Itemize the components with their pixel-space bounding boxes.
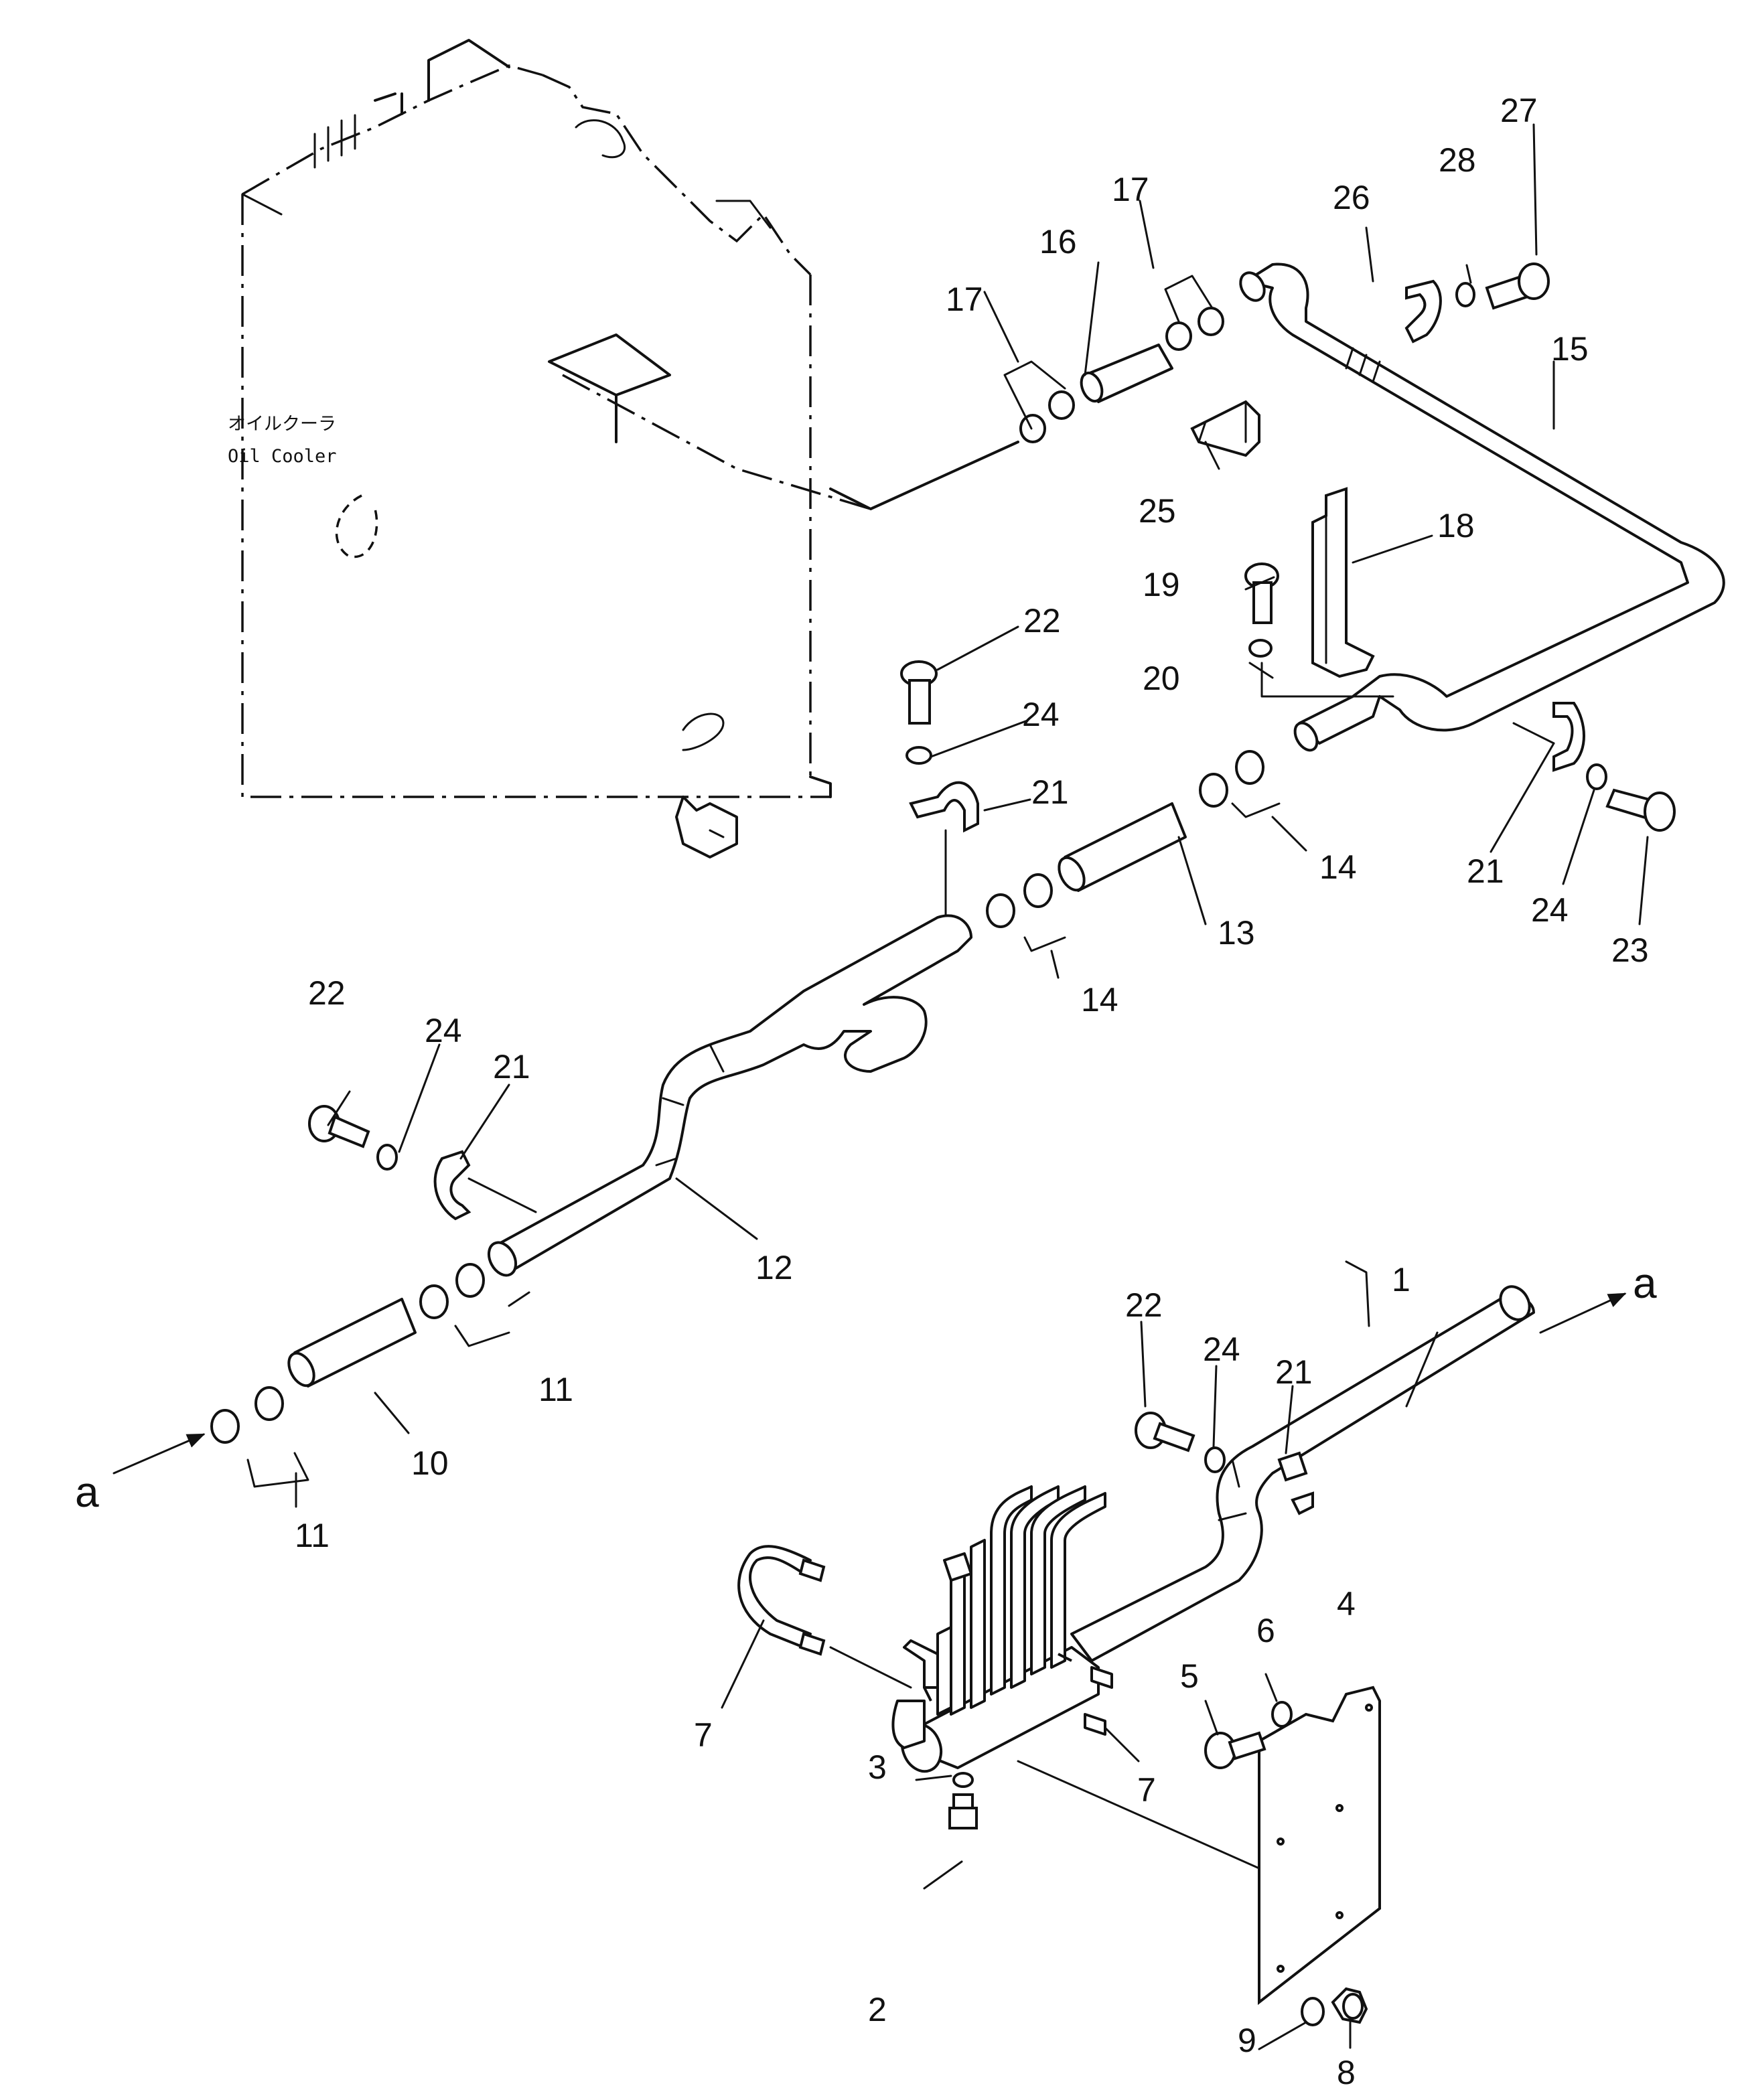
outlet-arrow: a (1539, 1259, 1657, 1334)
pipe-clamp-21-lower (1277, 1451, 1314, 1515)
bolt-19 (1244, 562, 1279, 624)
bracket-18 (1311, 487, 1375, 678)
u-tube-7 (737, 1545, 826, 1656)
oil-cooler-label-jp: オイルクーラ (228, 414, 336, 435)
washer-6 (1271, 1701, 1293, 1728)
washer-24-left (376, 1144, 398, 1171)
callout-19: 19 (1143, 566, 1180, 603)
pipe-clamp-21-right (1552, 702, 1585, 772)
manifold-block (891, 1485, 1113, 1773)
hose-clamp-17 (1003, 275, 1224, 443)
hose-16 (1080, 344, 1173, 403)
callout-13: 13 (1218, 914, 1255, 952)
manifold-bracket-leader (1017, 1760, 1260, 1870)
callout-11a: 11 (295, 1517, 330, 1554)
clamp-21-right-leader (1512, 722, 1555, 745)
callout-2: 2 (868, 1991, 887, 2028)
callout-11b: 11 (538, 1371, 573, 1408)
hose-13 (1058, 802, 1187, 892)
callout-12: 12 (755, 1249, 793, 1286)
callout-21a: 21 (493, 1048, 530, 1085)
callout-27: 27 (1500, 92, 1538, 129)
callout-21c: 21 (1467, 852, 1504, 890)
callout-1: 1 (1392, 1261, 1410, 1298)
pipe-1 (1070, 1285, 1535, 1662)
bolt-22-left (308, 1105, 370, 1148)
hose-10 (287, 1298, 417, 1388)
callout-20: 20 (1143, 660, 1180, 697)
callout-22a: 22 (308, 974, 346, 1012)
oil-cooler: オイルクーラ Oil Cooler (228, 39, 871, 858)
washer-24-right (1586, 763, 1607, 790)
o-ring-3 (952, 1772, 974, 1788)
washer-20 (1248, 639, 1273, 658)
bolt-22-center (900, 660, 938, 725)
hose-clamp-11 (210, 1263, 510, 1488)
callout-7b: 7 (1137, 1771, 1156, 1809)
callout-3: 3 (868, 1748, 887, 1786)
clamp-21-left-leader (467, 1177, 537, 1213)
callout-28: 28 (1439, 141, 1476, 179)
callout-7a: 7 (694, 1716, 713, 1754)
part-callouts: 1 2 3 4 5 6 7 7 8 9 10 11 11 12 13 14 14… (295, 92, 1649, 2091)
inlet-arrow: a (75, 1433, 206, 1516)
callout-10: 10 (411, 1444, 449, 1482)
callout-6: 6 (1256, 1612, 1275, 1649)
callout-15: 15 (1551, 330, 1589, 368)
washer-24-center (905, 746, 932, 765)
callout-23: 23 (1611, 931, 1649, 969)
oil-cooler-label-en: Oil Cooler (228, 446, 337, 467)
callout-17a: 17 (946, 281, 983, 318)
u-tube-7-leader (829, 1646, 912, 1689)
inlet-label: a (75, 1468, 99, 1516)
bracket-plate-4 (1258, 1685, 1381, 2006)
bolt-22-lower (1135, 1412, 1195, 1452)
callout-22c: 22 (1125, 1286, 1163, 1324)
callout-26: 26 (1333, 179, 1370, 216)
cooler-outlet-leader (829, 441, 1019, 510)
bracket-18-leader (1260, 662, 1394, 698)
outlet-label: a (1633, 1259, 1657, 1307)
callout-24c: 24 (1531, 891, 1569, 929)
callout-22b: 22 (1023, 602, 1061, 640)
bolt-5 (1204, 1731, 1266, 1769)
callout-21b: 21 (1031, 773, 1069, 811)
bolt-23 (1605, 788, 1676, 832)
plug-2 (948, 1793, 978, 1829)
callout-4: 4 (1337, 1585, 1356, 1623)
bracket-26 (1404, 279, 1442, 344)
callout-5: 5 (1180, 1657, 1199, 1695)
callout-24d: 24 (1203, 1331, 1240, 1368)
washer-9 (1301, 1997, 1325, 2026)
pipe-clamp-21-left (433, 1150, 472, 1221)
callout-21d: 21 (1275, 1353, 1313, 1391)
nut-8 (1331, 1987, 1368, 2024)
washer-24-lower (1204, 1446, 1226, 1473)
pipe-15 (1239, 262, 1725, 752)
callout-16: 16 (1039, 223, 1077, 260)
bracket-25 (1190, 400, 1260, 457)
callout-14b: 14 (1319, 848, 1357, 886)
bolt-27 (1485, 262, 1550, 310)
pipe-clamp-21-center (909, 781, 979, 833)
callout-leaders (295, 123, 1649, 2050)
callout-24a: 24 (425, 1012, 462, 1049)
callout-25: 25 (1139, 492, 1176, 530)
washer-28 (1455, 282, 1475, 307)
callout-17b: 17 (1112, 171, 1149, 208)
callout-8: 8 (1337, 2054, 1356, 2091)
pipe-12 (487, 914, 972, 1277)
callout-18: 18 (1437, 507, 1475, 544)
callout-14a: 14 (1081, 981, 1118, 1019)
callout-24b: 24 (1022, 696, 1060, 733)
hose-clamp-14 (986, 750, 1281, 952)
callout-9: 9 (1238, 2022, 1256, 2059)
